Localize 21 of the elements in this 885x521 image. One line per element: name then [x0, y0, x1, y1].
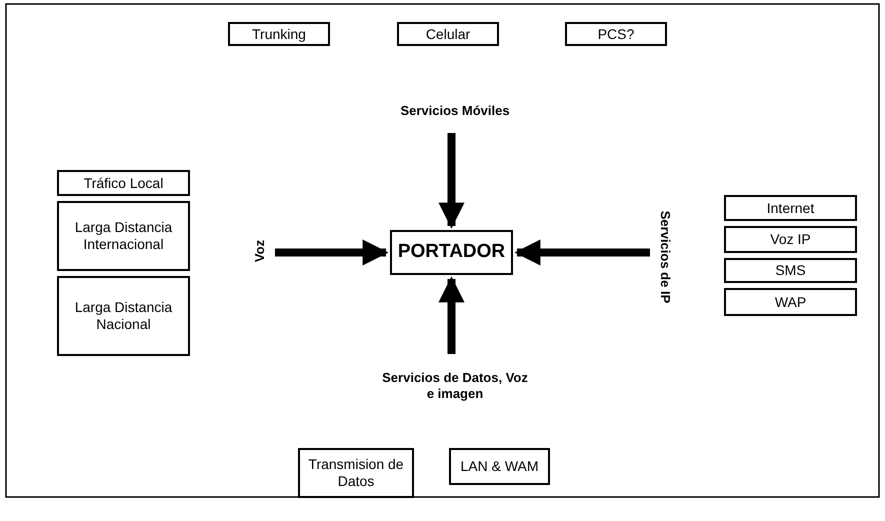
service-box: PCS? [565, 22, 667, 46]
service-box: Larga Distancia Nacional [57, 276, 190, 356]
service-box: LAN & WAM [449, 448, 550, 485]
service-box: SMS [724, 258, 857, 283]
arrow-label: Servicios Móviles [400, 93, 510, 129]
arrow [514, 240, 650, 266]
arrow [438, 276, 464, 354]
arrow [438, 133, 464, 229]
central-box: PORTADOR [390, 230, 513, 275]
service-box: Celular [397, 22, 499, 46]
service-box: Internet [724, 195, 857, 221]
service-box: Larga Distancia Internacional [57, 201, 190, 271]
arrow [275, 240, 389, 266]
service-box: Transmision de Datos [298, 448, 414, 498]
arrow-label: Servicios de Datos, Voz e imagen [380, 358, 530, 414]
service-box: WAP [724, 288, 857, 316]
arrow-label: Voz [249, 231, 271, 271]
arrow-label: Servicios de IP [654, 202, 676, 312]
service-box: Trunking [228, 22, 330, 46]
service-box: Voz IP [724, 226, 857, 253]
service-box: Tráfico Local [57, 170, 190, 196]
